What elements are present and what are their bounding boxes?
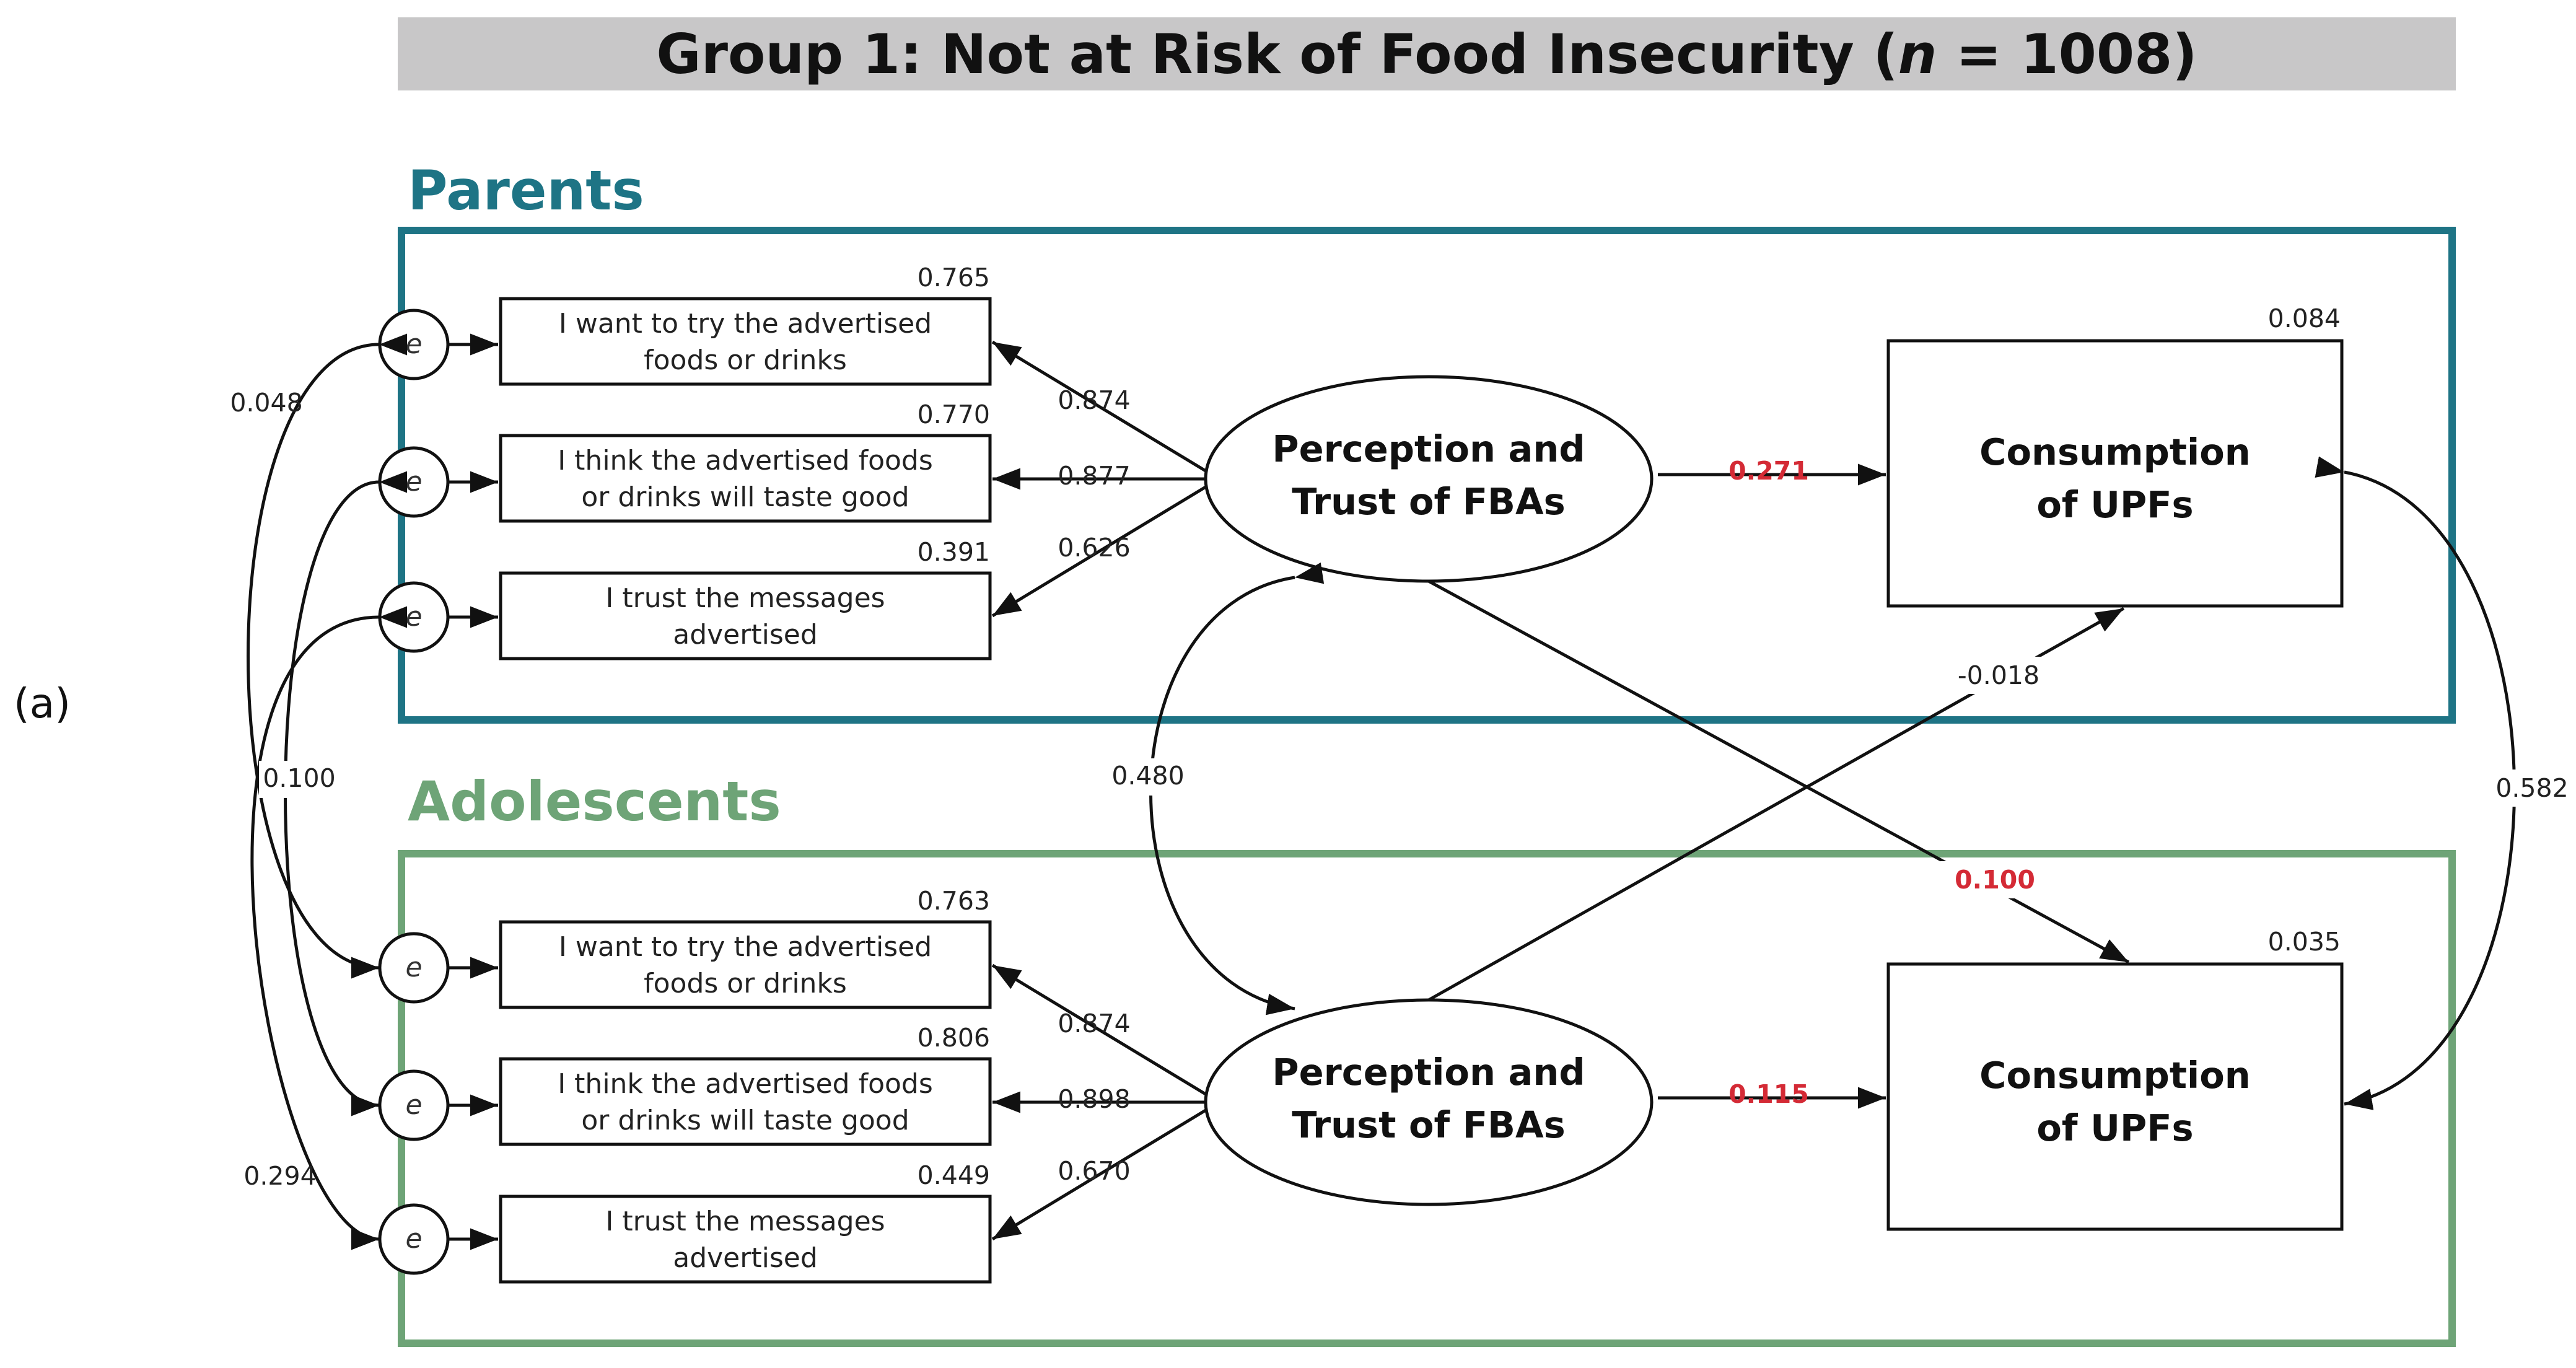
cross-coef-adolescent-to-parent-upf: -0.018 (1958, 660, 2039, 690)
adolescents-section-label: Adolescents (408, 770, 781, 833)
parents-indicator-box-1 (499, 297, 992, 386)
parents-latent-line1: Perception and (1272, 428, 1585, 470)
parents-indicator-box-2 (499, 434, 992, 523)
covariance-item1: 0.048 (230, 388, 302, 418)
parents-loading-2: 0.877 (1058, 461, 1130, 491)
adolescents-indicator-3-line1: I trust the messages (605, 1206, 885, 1237)
parents-loading-3: 0.626 (1058, 533, 1130, 563)
parents-error-symbol-2: e (405, 466, 422, 498)
adolescents-loading-1: 0.874 (1058, 1009, 1130, 1038)
cross-arrow-parent-to-adolescent-upf (1427, 579, 2130, 964)
adolescents-indicator-3-r2: 0.449 (918, 1160, 990, 1190)
covariance-arc-item1 (247, 333, 408, 979)
adolescents-error-symbol-1: e (405, 952, 422, 983)
parents-indicator-3-line2: advertised (673, 619, 818, 651)
adolescents-outcome-r2: 0.035 (2268, 927, 2341, 957)
adolescents-indicator-1-line2: foods or drinks (644, 968, 847, 999)
parents-latent-line2: Trust of FBAs (1292, 480, 1566, 523)
adolescents-latent-line2: Trust of FBAs (1292, 1103, 1566, 1146)
title-bar (398, 17, 2456, 90)
parents-error-symbol-3: e (405, 601, 422, 633)
cross-coef-bg-adolescent (1952, 657, 2047, 694)
figure-title: Group 1: Not at Risk of Food Insecurity … (656, 22, 2197, 86)
covariance-arc-item3 (250, 606, 408, 1250)
parents-indicator-box-3 (499, 571, 992, 660)
parents-loading-arrow-3 (991, 485, 1207, 618)
adolescents-outcome-box (1886, 962, 2344, 1231)
adolescents-latent-line1: Perception and (1272, 1051, 1585, 1094)
adolescents-indicator-1-line1: I want to try the advertised (559, 931, 932, 963)
adolescents-indicator-2-r2: 0.806 (918, 1023, 990, 1053)
parents-latent-ellipse (1204, 375, 1654, 583)
adolescents-error-symbol-3: e (405, 1223, 422, 1255)
parents-loading-1: 0.874 (1058, 385, 1130, 415)
covariance-latent: 0.480 (1111, 761, 1184, 791)
parents-indicator-1-r2: 0.765 (918, 263, 990, 292)
parents-outcome-r2: 0.084 (2268, 304, 2341, 333)
parents-indicator-1-line1: I want to try the advertised (559, 308, 932, 340)
adolescents-indicator-2-line2: or drinks will taste good (581, 1105, 909, 1136)
adolescents-indicator-box-3 (499, 1195, 992, 1284)
adolescents-loading-arrow-3 (991, 1108, 1207, 1241)
title-suffix: = 1008) (1937, 22, 2197, 86)
parents-outcome-line1: Consumption (1979, 431, 2251, 473)
covariance-item2-bg (259, 761, 340, 798)
adolescents-indicator-1-r2: 0.763 (918, 886, 990, 916)
parents-outcome-line2: of UPFs (2036, 483, 2193, 526)
adolescents-outcome-line2: of UPFs (2036, 1107, 2193, 1149)
adolescents-outcome-line1: Consumption (1979, 1054, 2251, 1097)
adolescents-structural-coef: 0.115 (1728, 1079, 1809, 1109)
title-n-symbol: n (1898, 22, 1937, 86)
parents-indicator-3-line1: I trust the messages (605, 582, 885, 614)
adolescents-indicator-box-1 (499, 920, 992, 1009)
cross-coef-bg-parent (1940, 861, 2027, 898)
adolescents-loading-3: 0.670 (1058, 1156, 1130, 1186)
panel-label: (a) (14, 680, 71, 727)
adolescents-loading-arrow-1 (991, 963, 1207, 1096)
covariance-arc-upf (2315, 456, 2516, 1110)
covariance-upf-bg (2492, 770, 2572, 807)
parents-section-label: Parents (408, 159, 644, 222)
cross-coef-parent-to-adolescent-upf: 0.100 (1955, 865, 2035, 895)
covariance-item3: 0.294 (243, 1161, 316, 1191)
covariance-item2: 0.100 (263, 763, 335, 793)
parents-indicator-3-r2: 0.391 (918, 537, 990, 567)
parents-loading-arrow-1 (991, 340, 1207, 473)
parents-indicator-2-line1: I think the advertised foods (558, 445, 933, 476)
adolescents-indicator-3-line2: advertised (673, 1242, 818, 1274)
parents-error-symbol-1: e (405, 328, 422, 360)
parents-indicator-2-line2: or drinks will taste good (581, 481, 909, 513)
adolescents-error-symbol-2: e (405, 1089, 422, 1121)
covariance-latent-bg (1108, 758, 1188, 796)
covariance-upf: 0.582 (2495, 773, 2568, 803)
adolescents-indicator-2-line1: I think the advertised foods (558, 1068, 933, 1100)
title-prefix: Group 1: Not at Risk of Food Insecurity … (656, 22, 1898, 86)
parents-structural-coef: 0.271 (1728, 456, 1809, 486)
adolescents-indicator-box-2 (499, 1057, 992, 1146)
adolescents-latent-ellipse (1204, 998, 1654, 1206)
parents-indicator-2-r2: 0.770 (918, 400, 990, 429)
parents-outcome-box (1886, 339, 2344, 608)
adolescents-loading-2: 0.898 (1058, 1084, 1130, 1114)
parents-indicator-1-line2: foods or drinks (644, 344, 847, 376)
